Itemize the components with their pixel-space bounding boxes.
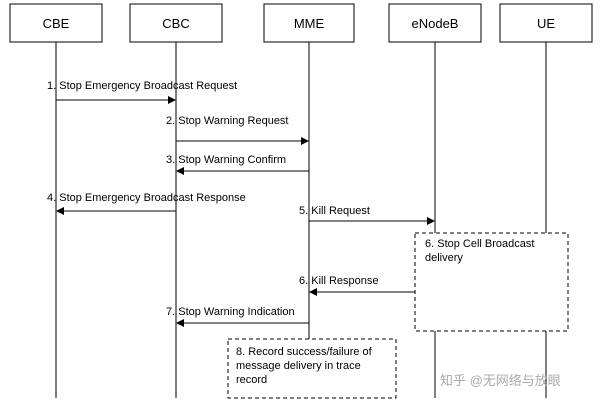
message-5: 5. Kill Request bbox=[299, 205, 435, 225]
message-1: 1. Stop Emergency Broadcast Request bbox=[47, 80, 237, 104]
entity-box bbox=[9, 3, 103, 43]
note-box bbox=[414, 232, 569, 332]
note-line: 6. Stop Cell Broadcast bbox=[425, 238, 534, 250]
message-label: 1. Stop Emergency Broadcast Request bbox=[47, 80, 237, 92]
entity-box bbox=[263, 3, 355, 43]
entity-ue: UE bbox=[499, 3, 593, 43]
message-4: 4. Stop Emergency Broadcast Response bbox=[47, 192, 246, 215]
message-label: 7. Stop Warning Indication bbox=[166, 306, 295, 318]
message-label: 2. Stop Warning Request bbox=[166, 115, 289, 127]
entity-label: UE bbox=[537, 16, 555, 31]
entity-label: CBC bbox=[162, 16, 189, 31]
entity-cbc: CBC bbox=[129, 3, 223, 43]
message-2: 2. Stop Warning Request bbox=[166, 115, 309, 145]
message-6: 6. Kill Response bbox=[299, 275, 435, 296]
entity-mme: MME bbox=[263, 3, 355, 43]
note-line: 8. Record success/failure of bbox=[236, 346, 373, 358]
watermark-text: 知乎 @无网络与放眼 bbox=[440, 373, 561, 388]
message-label: 6. Kill Response bbox=[299, 275, 379, 287]
entity-enodeb: eNodeB bbox=[388, 3, 482, 43]
note-line: delivery bbox=[425, 252, 463, 264]
message-7: 7. Stop Warning Indication bbox=[166, 306, 309, 327]
entity-cbe: CBE bbox=[9, 3, 103, 43]
message-label: 5. Kill Request bbox=[299, 205, 370, 217]
entity-label: eNodeB bbox=[412, 16, 459, 31]
note-line: record bbox=[236, 374, 267, 386]
note-record-trace: 8. Record success/failure of message del… bbox=[227, 338, 397, 399]
message-3: 3. Stop Warning Confirm bbox=[166, 154, 309, 175]
message-label: 3. Stop Warning Confirm bbox=[166, 154, 286, 166]
lifelines bbox=[55, 42, 547, 398]
note-stop-cell-broadcast: 6. Stop Cell Broadcast delivery bbox=[414, 232, 569, 332]
note-line: message delivery in trace bbox=[236, 360, 361, 372]
entity-label: CBE bbox=[43, 16, 70, 31]
note-box bbox=[227, 338, 397, 399]
entity-box bbox=[129, 3, 223, 43]
entity-label: MME bbox=[294, 16, 325, 31]
entity-box bbox=[499, 3, 593, 43]
entity-box bbox=[388, 3, 482, 43]
message-label: 4. Stop Emergency Broadcast Response bbox=[47, 192, 246, 204]
